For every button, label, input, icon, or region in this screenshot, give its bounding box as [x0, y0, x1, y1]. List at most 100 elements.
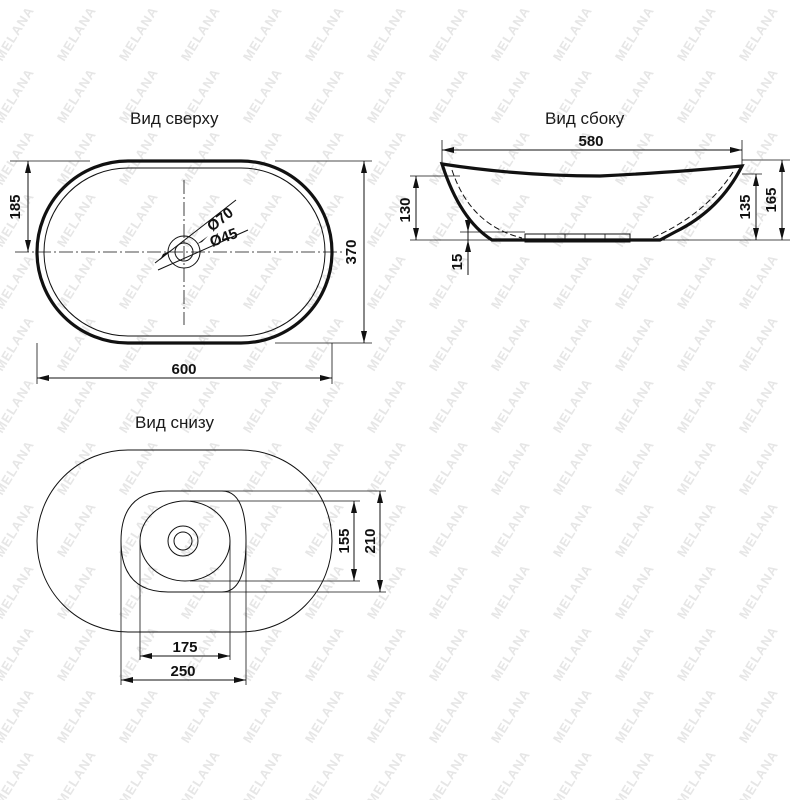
- watermark-text: MELANA: [54, 65, 99, 125]
- watermark-text: MELANA: [0, 437, 37, 497]
- watermark-text: MELANA: [736, 313, 781, 373]
- watermark-text: MELANA: [178, 499, 223, 559]
- watermark-text: MELANA: [302, 623, 347, 683]
- watermark-text: MELANA: [426, 685, 471, 745]
- watermark-text: MELANA: [364, 3, 409, 63]
- watermark-text: MELANA: [364, 437, 409, 497]
- bottom-drain-outer: [167, 525, 199, 557]
- foot-height-dim: 210: [362, 528, 379, 553]
- side-view-title: Вид сбоку: [545, 109, 625, 128]
- watermark-text: MELANA: [364, 747, 409, 800]
- watermark-text: MELANA: [550, 561, 595, 621]
- watermark-text: MELANA: [488, 0, 533, 2]
- watermark-text: MELANA: [674, 65, 719, 125]
- watermark-text: MELANA: [240, 437, 285, 497]
- watermark-text: MELANA: [612, 375, 657, 435]
- watermark-text: MELANA: [674, 0, 719, 2]
- side-view-outline: [439, 162, 745, 242]
- watermark-text: MELANA: [612, 499, 657, 559]
- watermark-text: MELANA: [736, 685, 781, 745]
- watermark-text: MELANA: [302, 375, 347, 435]
- bottom-view: Вид снизу 250 175 210: [36, 413, 386, 685]
- side-total-height-dim: 165: [763, 187, 780, 212]
- watermark-text: MELANA: [550, 375, 595, 435]
- side-body-height-dim: 130: [397, 197, 414, 222]
- watermark-text: MELANA: [54, 499, 99, 559]
- watermark-text: MELANA: [240, 189, 285, 249]
- watermark-text: MELANA: [0, 561, 37, 621]
- watermark-text: MELANA: [488, 251, 533, 311]
- watermark-text: MELANA: [736, 561, 781, 621]
- foot-outline: [120, 490, 247, 593]
- watermark-text: MELANA: [736, 251, 781, 311]
- watermark-text: MELANA: [674, 623, 719, 683]
- watermark-text: MELANA: [54, 685, 99, 745]
- watermark-text: MELANA: [240, 623, 285, 683]
- watermark-text: MELANA: [612, 313, 657, 373]
- watermark-text: MELANA: [0, 3, 37, 63]
- watermark-text: MELANA: [54, 189, 99, 249]
- watermark-text: MELANA: [0, 251, 37, 311]
- watermark-text: MELANA: [364, 251, 409, 311]
- watermark-text: MELANA: [674, 499, 719, 559]
- watermark-text: MELANA: [302, 561, 347, 621]
- watermark-text: MELANA: [674, 747, 719, 800]
- watermark-text: MELANA: [302, 313, 347, 373]
- watermark-text: MELANA: [178, 437, 223, 497]
- watermark-text: MELANA: [54, 437, 99, 497]
- watermark-text: MELANA: [178, 561, 223, 621]
- watermark-text: MELANA: [736, 0, 781, 2]
- watermark-text: MELANA: [488, 499, 533, 559]
- watermark-text: MELANA: [0, 313, 37, 373]
- top-width-dim: 600: [171, 361, 196, 378]
- watermark-text: MELANA: [116, 437, 161, 497]
- drain-inner-circle: [174, 242, 194, 262]
- watermark-text: MELANA: [550, 685, 595, 745]
- watermark-text: MELANA: [488, 561, 533, 621]
- watermark-text: MELANA: [612, 127, 657, 187]
- watermark-text: MELANA: [674, 3, 719, 63]
- watermark-text: MELANA: [178, 685, 223, 745]
- watermark-text: MELANA: [550, 313, 595, 373]
- watermark-text: MELANA: [426, 437, 471, 497]
- watermark-text: MELANA: [736, 375, 781, 435]
- watermark-text: MELANA: [54, 313, 99, 373]
- watermark-text: MELANA: [426, 561, 471, 621]
- watermark-text: MELANA: [116, 189, 161, 249]
- watermark-text: MELANA: [364, 0, 409, 2]
- watermark-text: MELANA: [674, 127, 719, 187]
- foot-width-dim: 250: [170, 663, 195, 680]
- watermark-text: MELANA: [426, 623, 471, 683]
- watermark-text: MELANA: [302, 65, 347, 125]
- watermark-text: MELANA: [488, 747, 533, 800]
- watermark-text: MELANA: [736, 623, 781, 683]
- bottom-view-outline: [36, 449, 333, 633]
- watermark-text: MELANA: [54, 623, 99, 683]
- inner-height-dim: 155: [336, 528, 353, 553]
- watermark-text: MELANA: [116, 0, 161, 2]
- watermark-text: MELANA: [488, 65, 533, 125]
- watermark-text: MELANA: [364, 623, 409, 683]
- watermark-text: MELANA: [364, 561, 409, 621]
- watermark-text: MELANA: [302, 3, 347, 63]
- watermark-text: MELANA: [178, 747, 223, 800]
- watermark-text: MELANA: [116, 747, 161, 800]
- side-view: Вид сбоку 580 165 13: [397, 109, 790, 275]
- inner-width-dim: 175: [172, 639, 197, 656]
- watermark-text: MELANA: [674, 685, 719, 745]
- watermark-text: MELANA: [178, 251, 223, 311]
- side-length-dim: 580: [578, 133, 603, 150]
- watermark-text: MELANA: [116, 3, 161, 63]
- side-base-height-dim: 15: [449, 254, 466, 271]
- watermark-text: MELANA: [116, 251, 161, 311]
- watermark-text: MELANA: [550, 3, 595, 63]
- watermark-text: MELANA: [674, 313, 719, 373]
- watermark-text: MELANA: [736, 437, 781, 497]
- watermark-text: MELANA: [488, 375, 533, 435]
- watermark-text: MELANA: [116, 685, 161, 745]
- watermark-text: MELANA: [54, 561, 99, 621]
- watermark-text: MELANA: [550, 747, 595, 800]
- watermark-text: MELANA: [240, 251, 285, 311]
- watermark-text: MELANA: [736, 3, 781, 63]
